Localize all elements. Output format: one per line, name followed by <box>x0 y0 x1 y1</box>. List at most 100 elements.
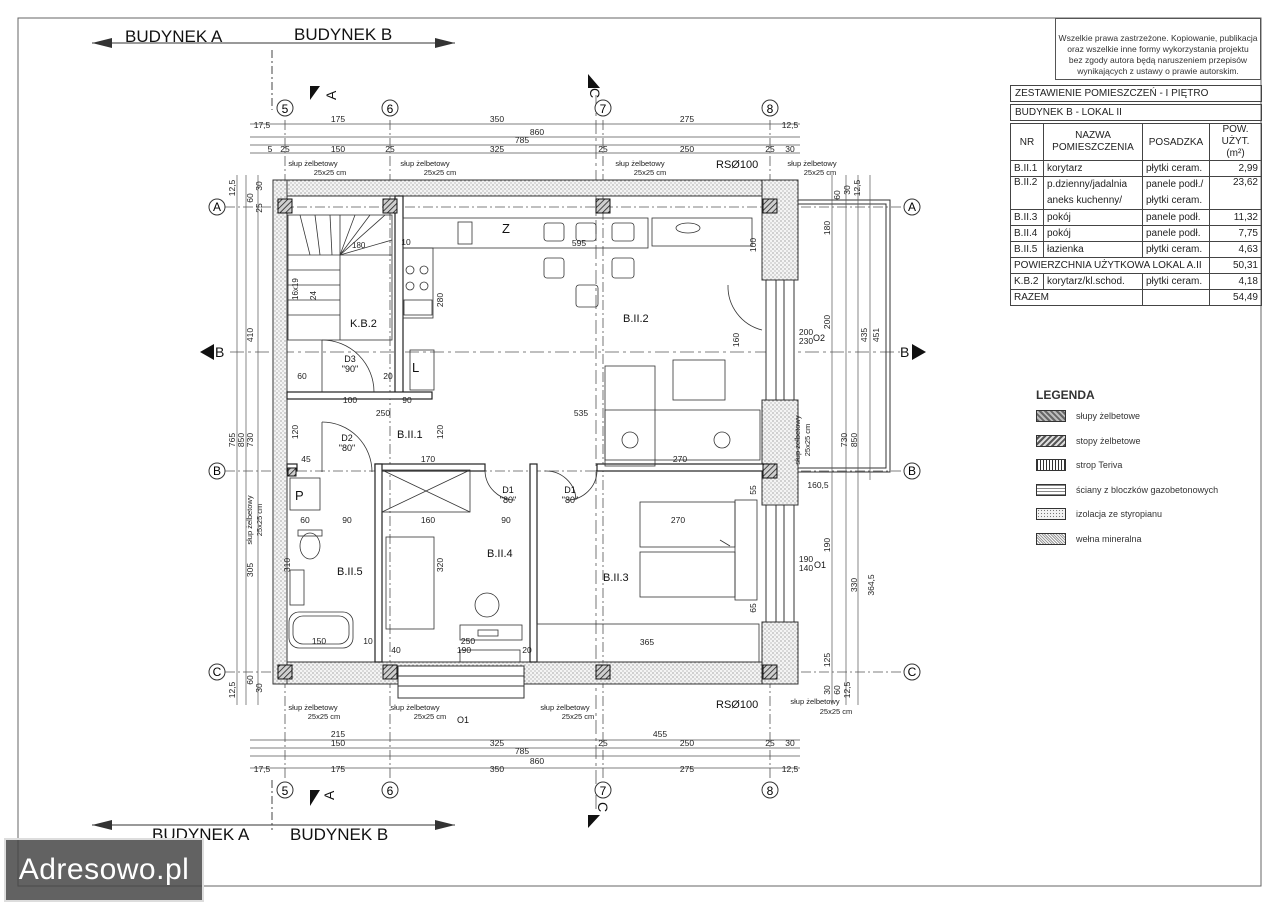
building-b-label-top: BUDYNEK B <box>294 25 392 44</box>
svg-text:25: 25 <box>765 738 775 748</box>
svg-text:730: 730 <box>839 433 849 447</box>
copyright-line: wynikających z ustawy o prawie autorskim… <box>1077 66 1239 76</box>
svg-text:190: 190 <box>799 554 813 564</box>
svg-text:200: 200 <box>822 315 832 329</box>
svg-text:5: 5 <box>282 784 289 798</box>
svg-text:C: C <box>213 665 222 679</box>
svg-text:180: 180 <box>352 241 366 250</box>
building-a-label-top: BUDYNEK A <box>125 27 223 46</box>
svg-text:215: 215 <box>331 729 345 739</box>
svg-text:12,5: 12,5 <box>782 764 799 774</box>
svg-text:250: 250 <box>376 408 390 418</box>
balcony-outline <box>798 199 891 473</box>
room-label-b2-3: B.II.3 <box>603 572 629 584</box>
svg-text:słup żelbetowy: słup żelbetowy <box>790 697 839 706</box>
svg-text:535: 535 <box>574 408 588 418</box>
svg-text:25: 25 <box>765 144 775 154</box>
schedule-table: NR NAZWA POMIESZCZENIA POSADZKA POW. UŻY… <box>1010 123 1262 306</box>
svg-text:785: 785 <box>515 746 529 756</box>
living-furniture <box>604 359 761 467</box>
svg-text:40: 40 <box>391 645 401 655</box>
svg-text:25x25 cm: 25x25 cm <box>634 168 667 177</box>
svg-text:B: B <box>213 464 221 478</box>
svg-text:125: 125 <box>822 653 832 667</box>
col-nr: NR <box>1010 123 1044 161</box>
svg-text:słup żelbetowy: słup żelbetowy <box>793 415 802 464</box>
dims-bottom: 215 150 325 25 455 250 25 30 785 860 17,… <box>254 729 799 774</box>
legend-swatch-stopy <box>1036 434 1066 447</box>
svg-text:20: 20 <box>522 645 532 655</box>
svg-text:30: 30 <box>254 181 264 191</box>
svg-text:25x25 cm: 25x25 cm <box>562 712 595 721</box>
dims-top: 17,5 175 350 275 12,5 860 785 5 25 150 2… <box>254 114 799 154</box>
svg-text:7: 7 <box>600 784 607 798</box>
staircase: 16x19 180 24 <box>287 214 393 341</box>
svg-text:D1: D1 <box>564 485 576 495</box>
svg-text:25x25 cm: 25x25 cm <box>255 504 264 537</box>
svg-text:60: 60 <box>832 190 842 200</box>
col-name: NAZWA POMIESZCZENIA <box>1043 123 1143 161</box>
dims-inner: 595 280 535 250 170 270 365 320 160 310 … <box>282 221 832 655</box>
table-row: B.II.4 pokój panele podł. 7,75 <box>1010 225 1262 242</box>
interior-walls <box>286 195 768 663</box>
svg-text:310: 310 <box>282 558 292 572</box>
svg-text:150: 150 <box>331 738 345 748</box>
table-row: B.II.3 pokój panele podł. 11,32 <box>1010 209 1262 226</box>
svg-text:12,5: 12,5 <box>227 179 237 196</box>
building-labels-top: BUDYNEK A BUDYNEK B <box>92 25 455 110</box>
svg-text:A: A <box>213 200 221 214</box>
svg-text:180: 180 <box>822 221 832 235</box>
svg-text:B: B <box>900 344 909 360</box>
svg-text:451: 451 <box>871 328 881 342</box>
table-row: B.II.1 korytarz płytki ceram. 2,99 <box>1010 160 1262 177</box>
svg-text:160: 160 <box>421 515 435 525</box>
svg-text:25x25 cm: 25x25 cm <box>804 168 837 177</box>
svg-text:25x25 cm: 25x25 cm <box>314 168 347 177</box>
svg-text:25: 25 <box>598 144 608 154</box>
svg-text:850: 850 <box>849 433 859 447</box>
svg-text:350: 350 <box>490 764 504 774</box>
svg-text:17,5: 17,5 <box>254 120 271 130</box>
svg-text:6: 6 <box>387 784 394 798</box>
svg-text:RSØ100: RSØ100 <box>716 699 758 711</box>
room-label-kb2: K.B.2 <box>350 318 377 330</box>
room-label-p: P <box>295 488 304 503</box>
svg-text:30: 30 <box>842 185 852 195</box>
svg-text:D3: D3 <box>344 354 356 364</box>
svg-text:25: 25 <box>598 738 608 748</box>
svg-text:12,5: 12,5 <box>782 120 799 130</box>
svg-text:785: 785 <box>515 135 529 145</box>
building-labels-bottom: BUDYNEK A BUDYNEK B <box>92 780 455 844</box>
axis-bubbles-top: 5 6 7 8 <box>276 99 779 117</box>
svg-text:7: 7 <box>600 102 607 116</box>
svg-text:O2: O2 <box>813 333 825 343</box>
svg-text:140: 140 <box>799 563 813 573</box>
svg-text:C: C <box>595 802 611 812</box>
copyright-line: oraz wszelkie inne formy wykorzystania p… <box>1067 44 1249 54</box>
schedule-total-row: POWIERZCHNIA UŻYTKOWA LOKAL A.II 50,31 <box>1010 257 1262 274</box>
svg-text:55: 55 <box>748 485 758 495</box>
section-marks: A A C C B B <box>200 74 926 828</box>
svg-text:65: 65 <box>748 603 758 613</box>
svg-text:190: 190 <box>457 645 471 655</box>
svg-text:"80": "80" <box>500 495 516 505</box>
svg-text:60: 60 <box>832 685 842 695</box>
svg-text:270: 270 <box>671 515 685 525</box>
svg-text:25: 25 <box>280 144 290 154</box>
svg-text:A: A <box>908 200 916 214</box>
svg-text:275: 275 <box>680 114 694 124</box>
svg-text:150: 150 <box>312 636 326 646</box>
svg-text:30: 30 <box>254 683 264 693</box>
external-walls <box>272 179 799 699</box>
room-schedule: ZESTAWIENIE POMIESZCZEŃ - I PIĘTRO BUDYN… <box>1010 85 1262 306</box>
svg-text:25x25 cm: 25x25 cm <box>803 424 812 457</box>
building-b-label-bottom: BUDYNEK B <box>290 825 388 844</box>
legend-title: LEGENDA <box>1036 388 1095 402</box>
svg-text:860: 860 <box>530 756 544 766</box>
svg-text:90: 90 <box>342 515 352 525</box>
legend-item: ściany z bloczków gazobetonowych <box>1036 478 1266 503</box>
svg-text:"80": "80" <box>339 443 355 453</box>
svg-text:365: 365 <box>640 637 654 647</box>
legend-item: izolacja ze styropianu <box>1036 502 1266 527</box>
